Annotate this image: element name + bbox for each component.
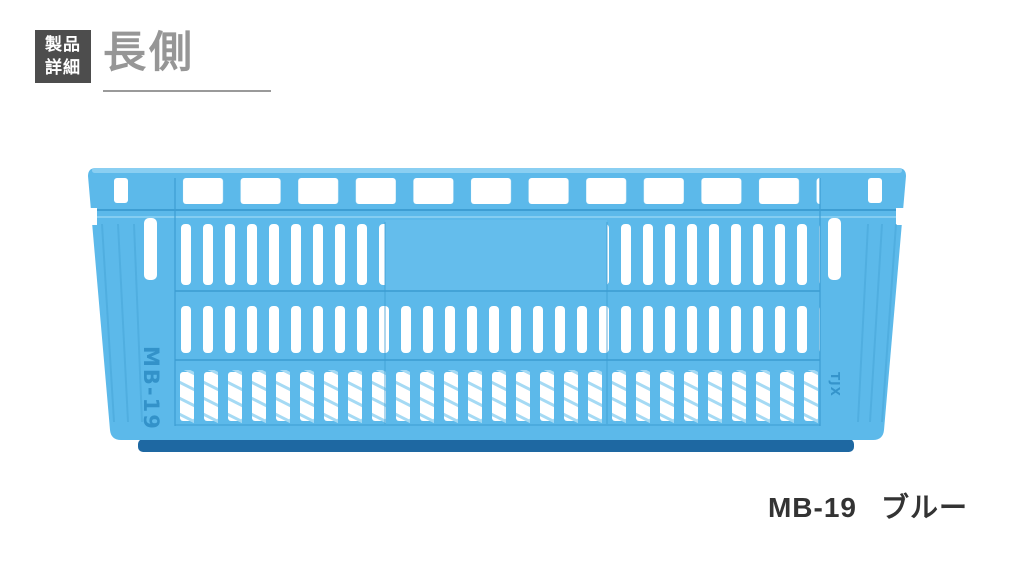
embossed-maker-text: TJX bbox=[828, 372, 842, 397]
title-underline bbox=[103, 90, 271, 92]
crate-bottom-slats bbox=[175, 370, 820, 424]
crate-rim-highlight bbox=[92, 168, 902, 173]
product-detail-badge: 製品 詳細 bbox=[35, 30, 91, 83]
crate-end-slot-right bbox=[828, 218, 841, 280]
crate-end-column-right bbox=[857, 223, 897, 423]
section-title: 長側 bbox=[103, 29, 195, 77]
crate-base-strip bbox=[138, 439, 854, 452]
crate-upper-slats-right bbox=[607, 222, 820, 288]
crate-label-panel bbox=[385, 220, 607, 290]
crate-illustration: MB-19 TJX bbox=[85, 168, 908, 452]
crate-middle-slats bbox=[175, 302, 820, 358]
crate-rim-end-hole-left bbox=[114, 178, 128, 203]
crate-edge-notch-right bbox=[896, 208, 908, 225]
crate-edge-notch-left bbox=[85, 208, 97, 225]
embossed-model-text: MB-19 bbox=[139, 346, 163, 431]
crate-rim-holes bbox=[175, 176, 820, 206]
crate-end-column-left bbox=[101, 223, 143, 423]
crate-upper-slats-left bbox=[175, 222, 385, 288]
crate-rim-end-hole-right bbox=[868, 178, 882, 203]
badge-line1: 製品 bbox=[45, 35, 81, 55]
product-model: MB-19 bbox=[767, 492, 857, 523]
product-caption: MB-19 ブルー bbox=[768, 486, 968, 526]
crate-end-slot-left bbox=[144, 218, 157, 280]
product-color-name: ブルー bbox=[880, 492, 968, 523]
badge-line2: 詳細 bbox=[45, 57, 81, 77]
product-image-crate: MB-19 TJX bbox=[80, 158, 920, 458]
